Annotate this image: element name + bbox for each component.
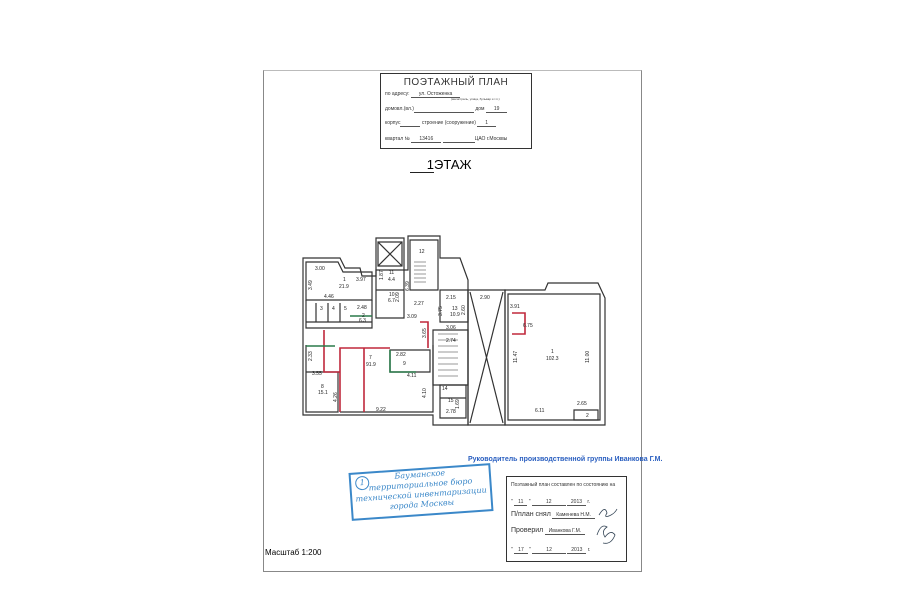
plan-label: 6.11 <box>535 408 545 414</box>
plan-title: ПОЭТАЖНЫЙ ПЛАН <box>403 77 509 88</box>
floor-label: ЭТАЖ <box>434 157 472 172</box>
date1-year: 2013 <box>566 499 587 506</box>
plan-label: 3.75 <box>438 306 444 316</box>
date1-month: 12 <box>531 499 566 506</box>
plan-label: 3 <box>320 306 323 312</box>
plan-label: 3.91 <box>510 304 520 310</box>
plan-label: 3.00 <box>315 266 325 272</box>
plan-label: 91.9 <box>366 362 376 368</box>
plan-label: 2.33 <box>308 351 314 361</box>
plan-label: 102.3 <box>546 356 559 362</box>
plan-label: 11.00 <box>585 351 591 363</box>
plan-label: 15 <box>448 398 454 404</box>
title-block: ПОЭТАЖНЫЙ ПЛАН по адресу: ул. Остоженка … <box>380 73 532 149</box>
plan-label: 8 <box>321 384 324 390</box>
redevelopment-marks <box>306 312 526 412</box>
plan-label: 2.27 <box>414 301 424 307</box>
address-hint: (магистраль, улица, бульвар и т.п.) <box>451 97 500 101</box>
scale-label: Масштаб 1:200 <box>265 548 322 557</box>
plan-label: 3.55 <box>312 371 322 377</box>
house-no: 19 <box>485 106 508 113</box>
plan-label: 9.22 <box>376 407 386 413</box>
plan-label: 2.90 <box>480 295 490 301</box>
floor-heading: 1ЭТАЖ <box>410 157 472 173</box>
signatures <box>596 508 618 544</box>
plan-label: 5 <box>344 306 347 312</box>
plan-label: 9 <box>403 361 406 367</box>
year-suffix: г. <box>587 547 591 553</box>
structure-value: 1 <box>477 120 497 127</box>
plan-label: 4.11 <box>407 373 417 379</box>
plan-label: 4 <box>332 306 335 312</box>
plan-label: 7 <box>369 355 372 361</box>
year-suffix: г. <box>587 499 591 505</box>
plan-label: 2.15 <box>446 295 456 301</box>
checked-by: Иванкова Г.М. <box>544 528 586 535</box>
plan-label: 3.09 <box>407 314 417 320</box>
plan-label: 3.65 <box>422 328 428 338</box>
signoff-block: Поэтажный план составлен по состоянию на… <box>506 476 627 562</box>
walls <box>302 235 606 426</box>
plan-label: 13 <box>452 306 458 312</box>
date2-day: 17 <box>514 547 528 554</box>
plan-label: 2.48 <box>357 305 367 311</box>
plan-label: 2.82 <box>396 352 406 358</box>
plan-label: 11.47 <box>513 351 519 363</box>
plan-label: 1 <box>343 277 346 283</box>
plan-label: 2.09 <box>395 292 401 302</box>
address-value: ул. Остоженка <box>410 91 461 98</box>
floor-number: 1 <box>410 157 434 173</box>
plan-label: 4.26 <box>333 392 339 402</box>
building-label: корпус <box>385 120 401 126</box>
plan-label: 21.9 <box>339 284 349 290</box>
stairs <box>414 261 458 377</box>
date2-month: 12 <box>532 547 566 554</box>
address-label: по адресу: <box>385 91 410 97</box>
drawn-label: П/план снял <box>511 511 551 518</box>
plan-label: 14 <box>442 386 448 392</box>
block-value: 13416 <box>411 136 442 143</box>
date1-day: 11 <box>514 499 528 506</box>
plan-label: 6.3 <box>359 318 366 324</box>
structure-label: строение (сооружение) <box>421 120 476 126</box>
district: ЦАО г.Москвы <box>474 136 508 142</box>
document-sheet <box>263 70 642 572</box>
plan-label: 6.75 <box>523 323 533 329</box>
plan-label: 1.87 <box>379 270 385 280</box>
plan-label: 3.06 <box>446 325 456 331</box>
manager-line: Руководитель производственной группы Ива… <box>468 456 663 463</box>
plan-label: 2 <box>586 413 589 419</box>
checked-label: Проверил <box>511 527 544 534</box>
plan-label: 1 <box>551 349 554 355</box>
state-label: Поэтажный план составлен по состоянию на <box>511 482 616 488</box>
house-label: домовл.(вл.) <box>385 106 414 112</box>
drawn-by: Каменева Н.М. <box>552 512 595 519</box>
plan-label: 4.4 <box>388 277 395 283</box>
plan-label: 2 <box>362 313 365 319</box>
plan-label: 2.60 <box>461 305 467 315</box>
plan-label: 2.78 <box>446 409 456 415</box>
plan-dimension-labels: 3.00 3.49 1 21.9 3.97 4.46 3 4 5 2.48 2 … <box>308 249 591 419</box>
plan-label: 6.7 <box>388 298 395 304</box>
plan-label: 4.10 <box>422 388 428 398</box>
plan-label: 3.49 <box>308 280 314 290</box>
plan-label: 2.65 <box>577 401 587 407</box>
plan-label: 12 <box>419 249 425 255</box>
plan-label: 10 <box>389 292 395 298</box>
plan-label: 10.9 <box>450 312 460 318</box>
plan-label: 3.97 <box>356 277 366 283</box>
plan-label: 15.1 <box>318 390 328 396</box>
bti-stamp: 1 Бауманское территориальное бюро технич… <box>348 463 494 521</box>
plan-label: 4.46 <box>324 294 334 300</box>
plan-label: 2.74 <box>446 338 456 344</box>
date2-year: 2013 <box>567 547 587 554</box>
block-label: квартал № <box>385 136 410 142</box>
plan-label: 6.39 <box>405 281 411 291</box>
plan-label: 1.69 <box>455 399 461 409</box>
house-no-label: дом <box>475 106 485 112</box>
plan-label: 11 <box>389 270 394 276</box>
